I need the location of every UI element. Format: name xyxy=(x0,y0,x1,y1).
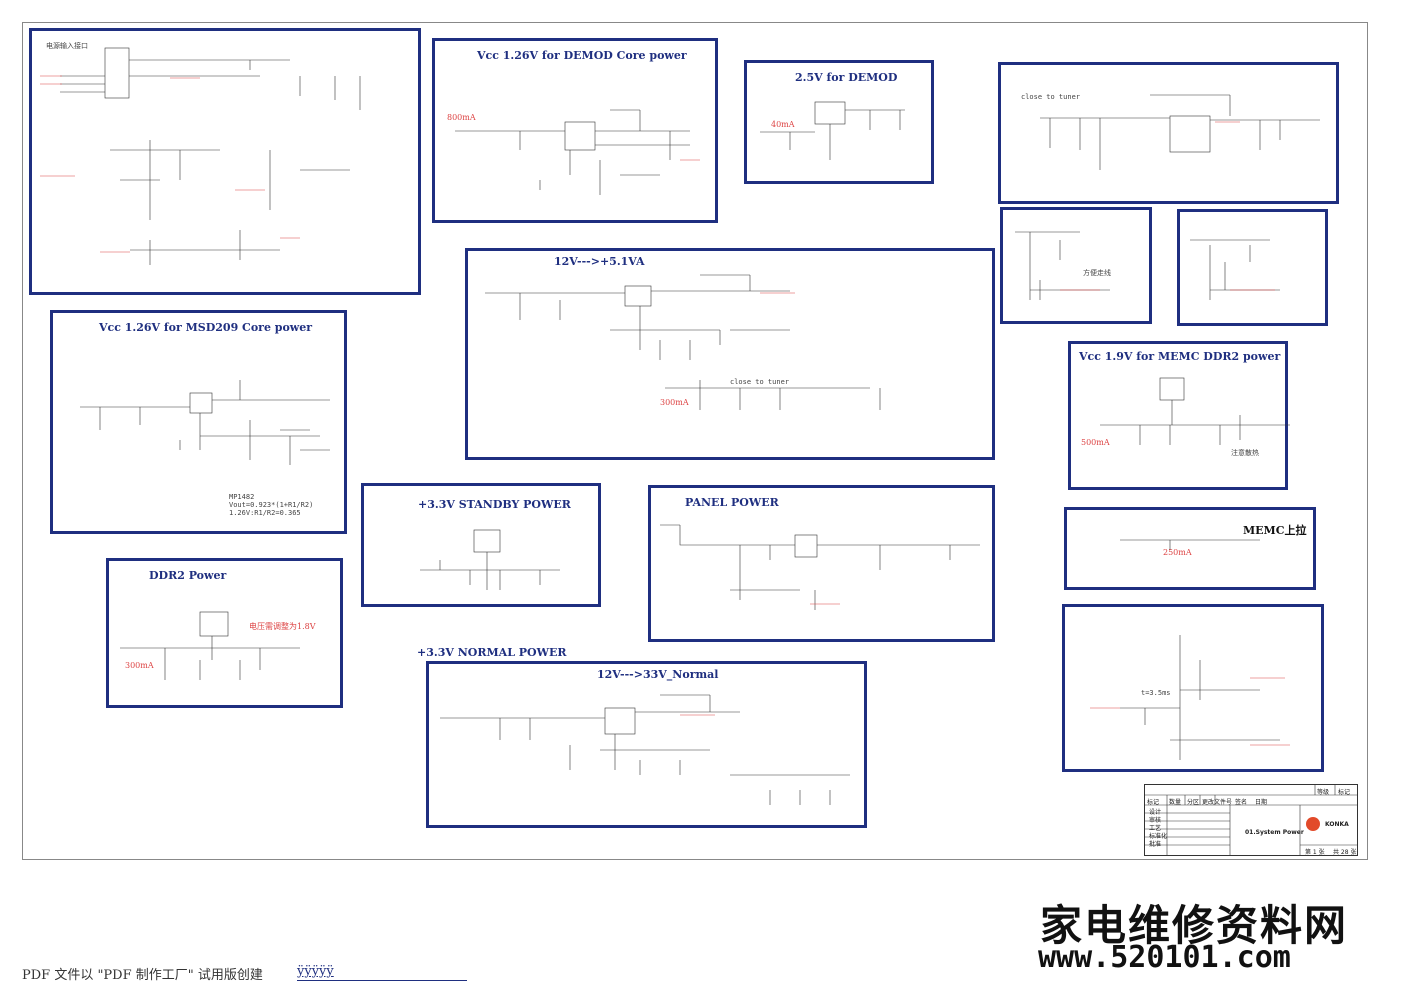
tb-col-qty: 数量 xyxy=(1169,799,1182,806)
tb-col-sign: 签名 xyxy=(1235,799,1248,806)
memc-pullup-title: MEMC上拉 xyxy=(1243,524,1307,537)
demod-core-title: Vcc 1.26V for DEMOD Core power xyxy=(477,49,687,62)
msd209-formula-2: Vout=0.923*(1+R1/R2) xyxy=(229,501,314,509)
demod-2v5-title: 2.5V for DEMOD xyxy=(795,71,898,84)
timing-title: t=3.5ms xyxy=(1141,689,1171,697)
schematic-sheet xyxy=(22,22,1368,860)
msd209-title: Vcc 1.26V for MSD209 Core power xyxy=(99,321,313,334)
tb-page: 第 1 张 xyxy=(1305,849,1325,856)
demod-core-current: 800mA xyxy=(447,113,476,122)
normal-title: +3.3V NORMAL POWER xyxy=(417,646,567,659)
tb-row-approve: 批准 xyxy=(1149,841,1162,848)
block-memc-ddr2: Vcc 1.9V for MEMC DDR2 power 500mA 注意散热 xyxy=(1068,341,1288,490)
block-timing: t=3.5ms xyxy=(1062,604,1324,772)
ddr2-note: 电压需调整为1.8V xyxy=(249,622,316,631)
msd209-formula-1: MP1482 xyxy=(229,493,255,501)
block-panel: PANEL POWER xyxy=(648,485,995,642)
5v1a-note: close to tuner xyxy=(730,378,790,386)
ddr2-current: 300mA xyxy=(125,661,154,670)
demod-2v5-current: 40mA xyxy=(771,120,795,129)
pdf-footer-link[interactable]: ÿÿÿÿÿ xyxy=(297,964,334,979)
tb-doc-title: 01.System Power xyxy=(1245,829,1304,836)
watermark-url: www.520101.com xyxy=(1038,940,1291,975)
5v1a-title: 12V--->+5.1VA xyxy=(554,255,645,268)
tb-row-standard: 标准化 xyxy=(1149,833,1168,840)
tb-col-mark: 标记 xyxy=(1147,799,1160,806)
tb-col-doc: 更改文件号 xyxy=(1202,799,1233,806)
block-standby: +3.3V STANDBY POWER xyxy=(361,483,601,607)
tb-pages: 共 28 张 xyxy=(1333,849,1357,856)
tb-grade: 等级 xyxy=(1317,789,1330,796)
watermark-cn: 家电维修资料网 xyxy=(1040,901,1349,950)
layout-note-title: 方便走线 xyxy=(1083,269,1111,277)
block-msd209: Vcc 1.26V for MSD209 Core power MP1482 V… xyxy=(50,310,347,534)
title-block: 等级 标记 标记 数量 分区 更改文件号 签名 日期 设计 审核 工艺 标准化 … xyxy=(1144,784,1358,856)
footer-link-line xyxy=(297,980,467,981)
block-tuner: close to tuner xyxy=(998,62,1339,204)
block-power-input: 电源输入接口 xyxy=(29,28,421,295)
block-5v1a: 12V--->+5.1VA 300mA close to tuner xyxy=(465,248,995,460)
tb-brand: KONKA xyxy=(1325,821,1349,828)
5v1a-current: 300mA xyxy=(660,398,689,407)
33v-normal-title: 12V--->33V_Normal xyxy=(597,668,719,681)
block-layout-note: 方便走线 xyxy=(1000,207,1152,324)
panel-title: PANEL POWER xyxy=(685,496,779,509)
memc-ddr2-title: Vcc 1.9V for MEMC DDR2 power xyxy=(1079,350,1281,363)
tb-row-process: 工艺 xyxy=(1149,825,1162,832)
block-memc-pullup: MEMC上拉 250mA xyxy=(1064,507,1316,590)
pdf-footer-text: PDF 文件以 "PDF 制作工厂" 试用版创建 xyxy=(22,968,263,983)
block-demod-2v5: 2.5V for DEMOD 40mA xyxy=(744,60,934,184)
memc-ddr2-note: 注意散热 xyxy=(1231,449,1259,457)
memc-pullup-current: 250mA xyxy=(1163,548,1192,557)
title-block-grid xyxy=(1145,785,1357,855)
ddr2-title: DDR2 Power xyxy=(149,569,227,582)
block-ddr2: DDR2 Power 300mA 电压需调整为1.8V xyxy=(106,558,343,708)
block-33v-normal: 12V--->33V_Normal xyxy=(426,661,867,828)
block-aux xyxy=(1177,209,1328,326)
konka-logo-icon xyxy=(1306,817,1320,831)
tb-col-date: 日期 xyxy=(1255,799,1268,806)
power-input-title: 电源输入接口 xyxy=(46,42,88,50)
tuner-title: close to tuner xyxy=(1021,93,1081,101)
memc-ddr2-current: 500mA xyxy=(1081,438,1110,447)
tb-mark: 标记 xyxy=(1338,789,1351,796)
tb-row-review: 审核 xyxy=(1149,817,1162,824)
msd209-formula-3: 1.26V:R1/R2=0.365 xyxy=(229,509,301,517)
tb-row-design: 设计 xyxy=(1149,809,1162,816)
block-demod-core: Vcc 1.26V for DEMOD Core power 800mA xyxy=(432,38,718,223)
standby-title: +3.3V STANDBY POWER xyxy=(418,498,571,511)
tb-col-zone: 分区 xyxy=(1187,799,1200,806)
